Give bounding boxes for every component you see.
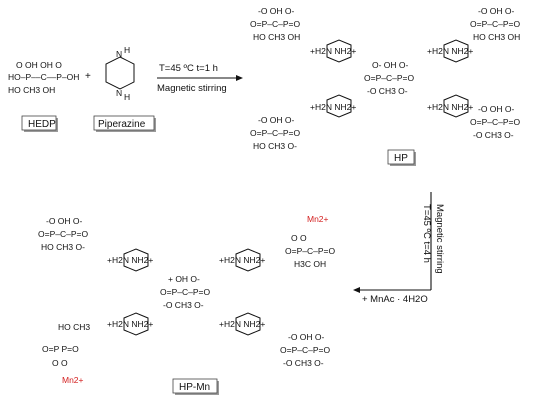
hp-anion-bl-row3: HO CH3 O- bbox=[253, 141, 297, 151]
hp-anion-center-row1: O- OH O- bbox=[372, 60, 409, 70]
condition3-reagent: + MnAc · 4H2O bbox=[362, 294, 428, 305]
hp-anion-tl-row3: HO CH3 OH bbox=[253, 32, 300, 42]
hp-anion-br-row2: O=P–C–P=O bbox=[470, 117, 520, 127]
piperazine-label-box: Piperazine bbox=[93, 115, 156, 132]
hedp-row2: HO–P––C––P–OH bbox=[8, 72, 79, 82]
condition1-temperature: T=45 ºC t=1 h bbox=[159, 63, 218, 74]
hpmn-cation-4: +H2N NH2+ bbox=[219, 319, 265, 329]
hp-anion-tl-row1: -O OH O- bbox=[258, 6, 295, 16]
hpmn-anion-center-row2: O=P–C–P=O bbox=[160, 287, 210, 297]
hp-anion-center-row2: O=P–C–P=O bbox=[364, 73, 414, 83]
hpmn-anion-tr-row1: O O bbox=[291, 233, 307, 243]
hpmn-anion-bl-row3: O O bbox=[52, 358, 68, 368]
hp-anion-tr-row3: HO CH3 OH bbox=[473, 32, 520, 42]
hpmn-anion-center-row3: -O CH3 O- bbox=[163, 300, 204, 310]
hp-structure: -O OH O- O=P–C–P=O HO CH3 OH -O OH O- O=… bbox=[250, 6, 520, 151]
hpmn-structure: -O OH O- O=P–C–P=O HO CH3 O- Mn2+ O O O=… bbox=[38, 214, 335, 385]
hp-anion-bl-row1: -O OH O- bbox=[258, 115, 295, 125]
hp-anion-tr-row2: O=P–C–P=O bbox=[470, 19, 520, 29]
reaction-arrow-2: T=45 ºC t=4 h Magnetic stirring bbox=[421, 192, 445, 290]
hp-label: HP bbox=[394, 153, 408, 164]
piperazine-n-bottom: N bbox=[116, 88, 122, 98]
hedp-row1: O OH OH O bbox=[16, 60, 62, 70]
hp-anion-tl-row2: O=P–C–P=O bbox=[250, 19, 300, 29]
hedp-row3: HO CH3 OH bbox=[8, 85, 55, 95]
piperazine-n-top: N bbox=[116, 49, 122, 59]
hp-cation-3: +H2N NH2+ bbox=[310, 102, 356, 112]
hp-cation-1: +H2N NH2+ bbox=[310, 46, 356, 56]
hp-cation-2: +H2N NH2+ bbox=[427, 46, 473, 56]
hpmn-anion-tl-row3: HO CH3 O- bbox=[41, 242, 85, 252]
reaction-arrow-1: T=45 ºC t=1 h Magnetic stirring bbox=[157, 63, 243, 94]
hpmn-label: HP-Mn bbox=[179, 382, 210, 393]
hpmn-anion-br-row1: -O OH O- bbox=[288, 332, 325, 342]
condition2-method: Magnetic stirring bbox=[434, 204, 445, 274]
hpmn-anion-tl-row1: -O OH O- bbox=[46, 216, 83, 226]
hpmn-mn-bottom: Mn2+ bbox=[62, 375, 84, 385]
reaction-arrow-3: + MnAc · 4H2O bbox=[353, 287, 431, 305]
hp-cation-4: +H2N NH2+ bbox=[427, 102, 473, 112]
hpmn-anion-bl-row1: HO CH3 bbox=[58, 322, 90, 332]
hpmn-anion-tl-row2: O=P–C–P=O bbox=[38, 229, 88, 239]
hpmn-mn-top: Mn2+ bbox=[307, 214, 329, 224]
hpmn-cation-3: +H2N NH2+ bbox=[107, 319, 153, 329]
hedp-label: HEDP bbox=[28, 119, 56, 130]
hpmn-cation-1: +H2N NH2+ bbox=[107, 255, 153, 265]
hp-anion-br-row1: -O OH O- bbox=[478, 104, 515, 114]
condition2-temperature: T=45 ºC t=4 h bbox=[421, 204, 432, 263]
hp-anion-center-row3: -O CH3 O- bbox=[367, 86, 408, 96]
piperazine-h-top: H bbox=[124, 45, 130, 55]
hpmn-anion-br-row3: -O CH3 O- bbox=[283, 358, 324, 368]
piperazine-structure: N N H H bbox=[105, 45, 135, 102]
hp-anion-br-row3: -O CH3 O- bbox=[473, 130, 514, 140]
hpmn-cation-2: +H2N NH2+ bbox=[219, 255, 265, 265]
hpmn-label-box: HP-Mn bbox=[172, 378, 219, 395]
hedp-label-box: HEDP bbox=[21, 115, 58, 132]
condition1-method: Magnetic stirring bbox=[157, 83, 227, 94]
hedp-structure: O OH OH O HO–P––C––P–OH HO CH3 OH bbox=[8, 60, 79, 95]
hpmn-anion-tr-row3: H3C OH bbox=[294, 259, 326, 269]
hpmn-anion-tr-row2: O=P–C–P=O bbox=[285, 246, 335, 256]
hp-label-box: HP bbox=[387, 149, 416, 166]
piperazine-label: Piperazine bbox=[98, 119, 146, 130]
hpmn-anion-center-row1: + OH O- bbox=[168, 274, 200, 284]
hpmn-anion-br-row2: O=P–C–P=O bbox=[280, 345, 330, 355]
hpmn-anion-bl-row2: O=P P=O bbox=[42, 344, 79, 354]
hp-anion-tr-row1: -O OH O- bbox=[478, 6, 515, 16]
hp-anion-bl-row2: O=P–C–P=O bbox=[250, 128, 300, 138]
plus-sign-1: + bbox=[85, 71, 91, 82]
piperazine-h-bottom: H bbox=[124, 92, 130, 102]
